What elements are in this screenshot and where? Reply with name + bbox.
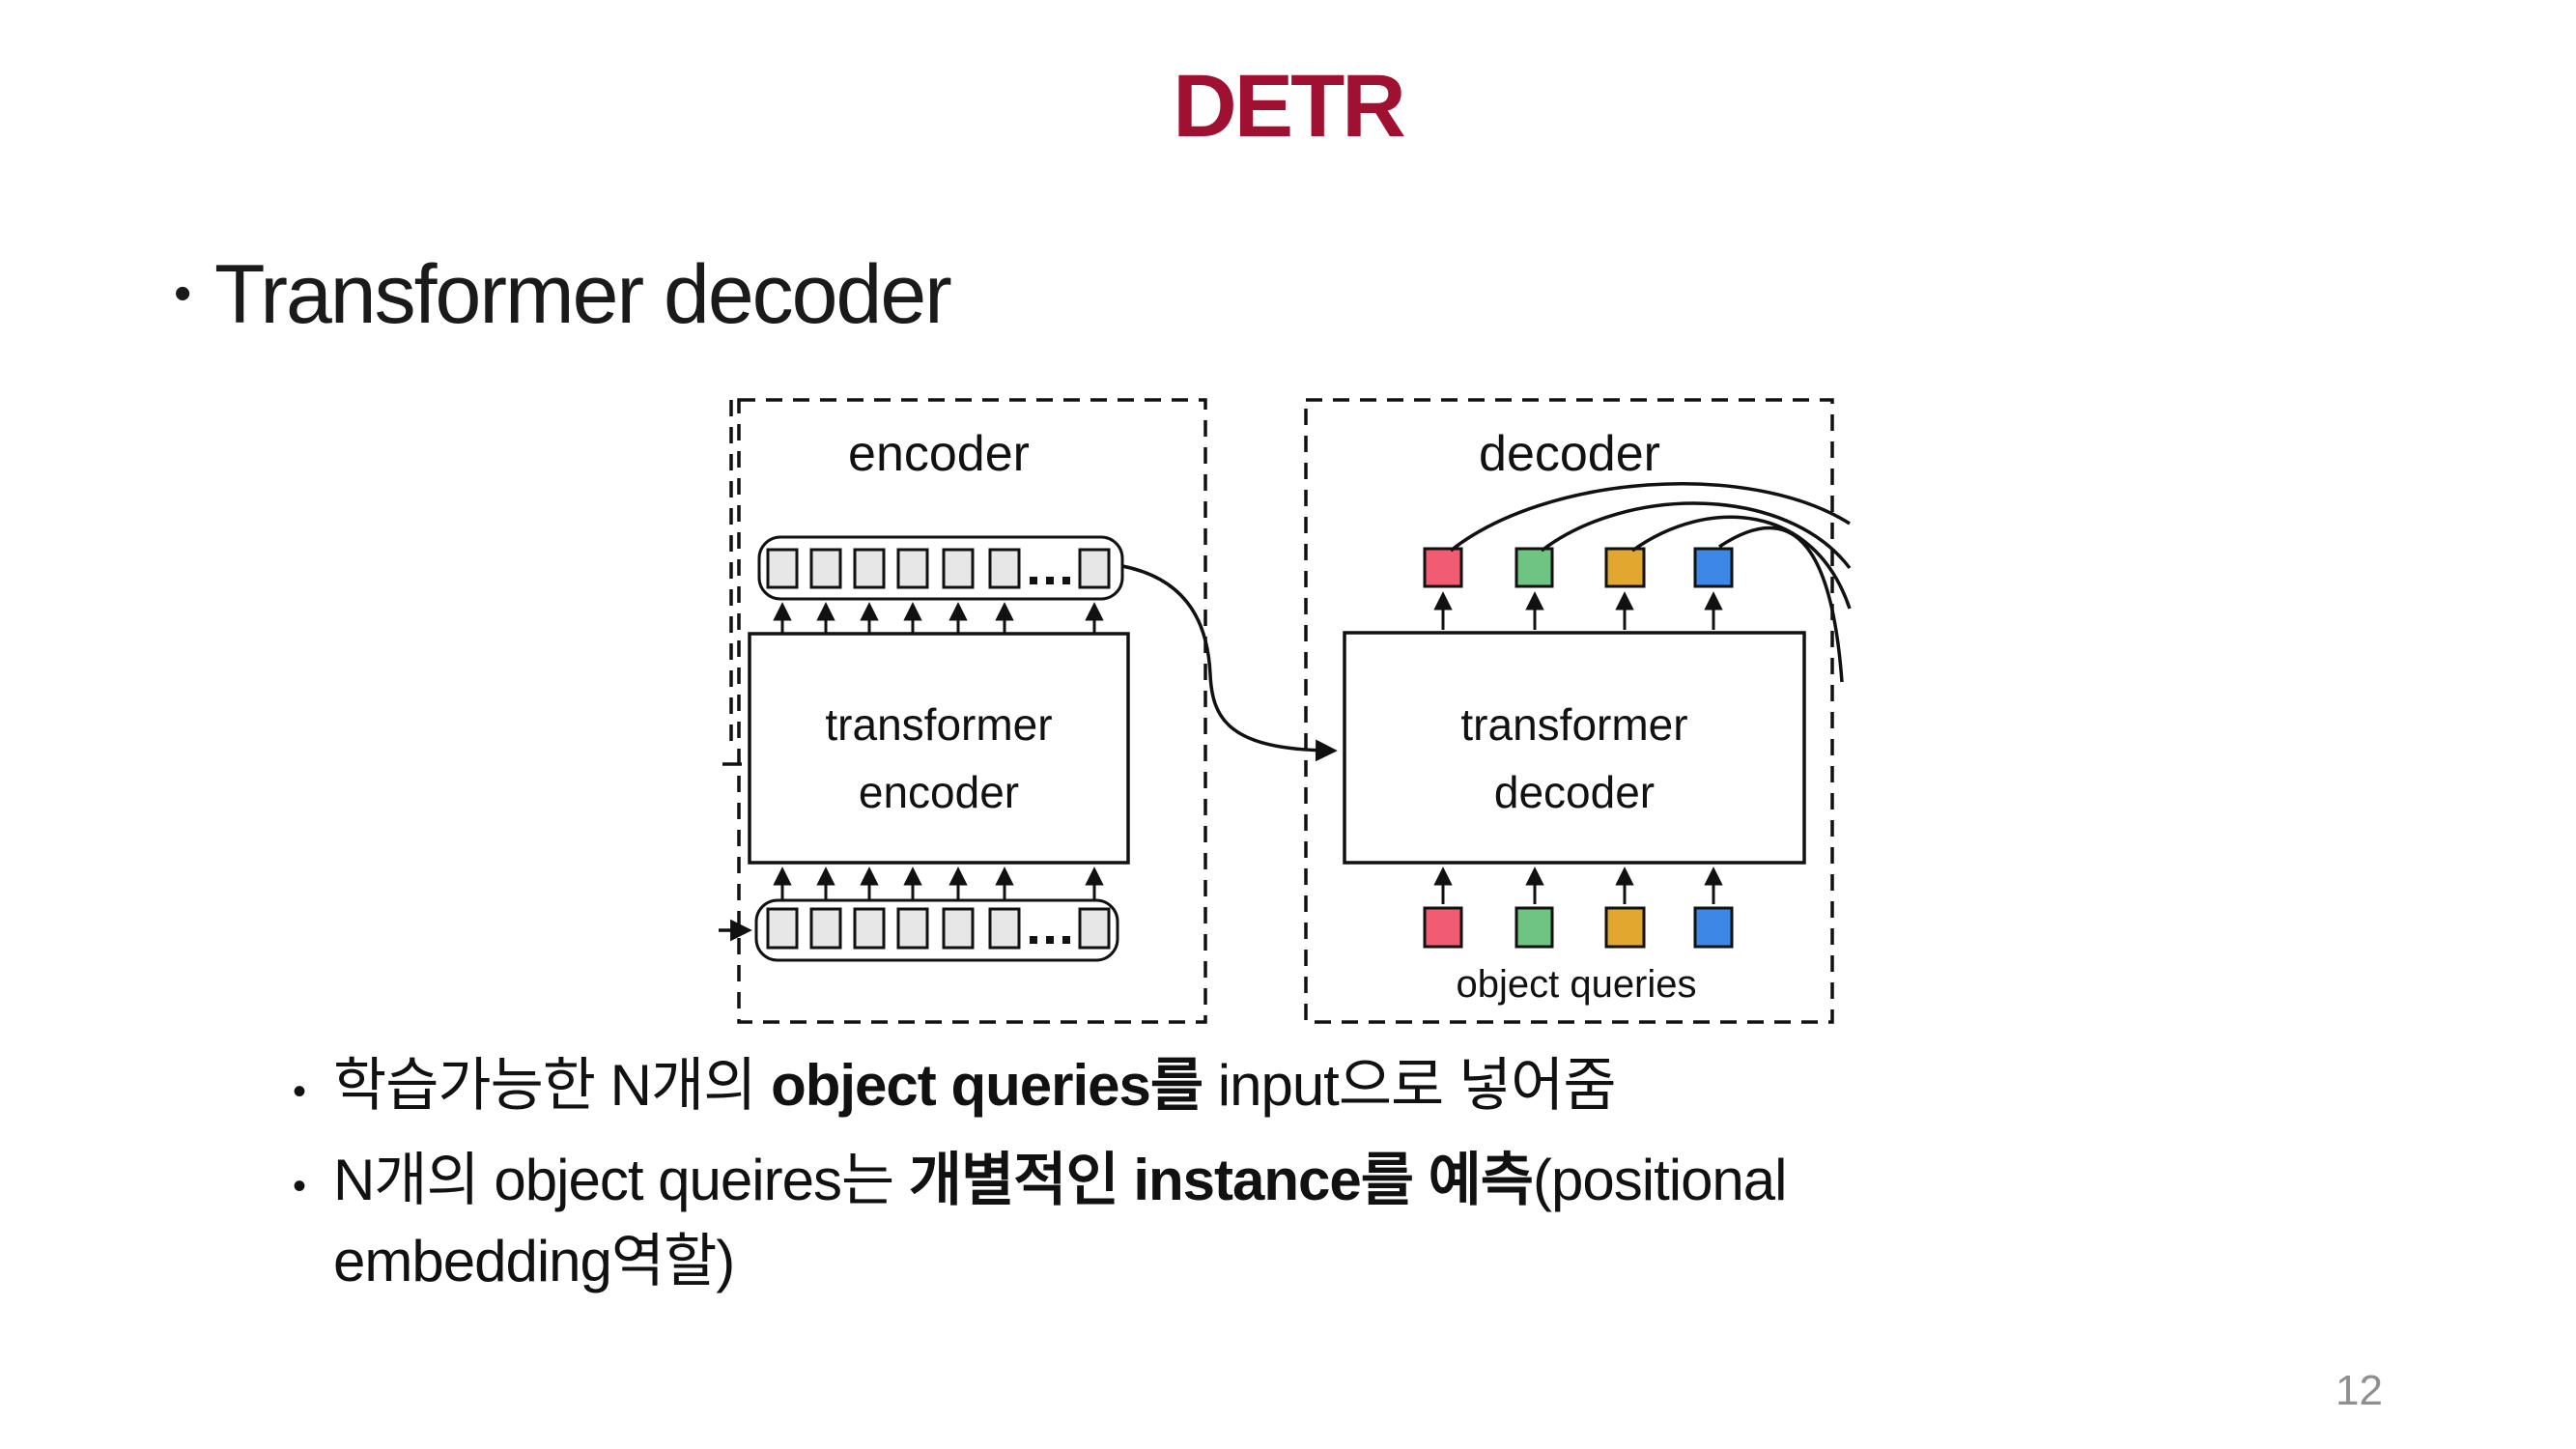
- prediction-square-green: [1514, 547, 1554, 588]
- transformer-encoder-box: [748, 632, 1130, 865]
- object-queries-label: object queries: [1456, 963, 1696, 1006]
- encoder-to-decoder-arrow: [1121, 564, 1338, 762]
- token-square: [809, 548, 842, 589]
- token-square: [766, 907, 799, 950]
- token-square: [809, 907, 842, 950]
- sub-bullet-1-pre: 학습가능한 N개의: [333, 1053, 772, 1118]
- sub-bullet-2: N개의 object queires는 개별적인 instance를 예측(po…: [333, 1140, 1788, 1302]
- prediction-square-pink: [1423, 547, 1463, 588]
- sub-bullet-2-line2: embedding역할): [333, 1229, 735, 1293]
- ellipsis-dot: [1030, 577, 1037, 584]
- detr-architecture-diagram: encoder decoder transformer encoder: [719, 398, 1852, 1024]
- decoder-label: decoder: [1479, 426, 1660, 482]
- ellipsis-dot: [1046, 577, 1054, 584]
- encoder-dashed-box: [737, 398, 1207, 1024]
- ellipsis-dot: [1046, 936, 1054, 944]
- prediction-curve-4: [1718, 526, 1844, 683]
- token-square: [853, 548, 886, 589]
- transformer-decoder-box: [1343, 631, 1806, 865]
- bullet-icon: •: [293, 1165, 307, 1208]
- token-square: [988, 907, 1021, 950]
- token-square: [896, 548, 929, 589]
- sub-bullet-1-bold: object queries를: [771, 1053, 1203, 1118]
- token-square: [988, 548, 1021, 589]
- token-square: [942, 907, 975, 950]
- ellipsis-dot: [1062, 936, 1070, 944]
- transformer-decoder-text-line2: decoder: [1494, 767, 1655, 817]
- encoder-label: encoder: [848, 426, 1030, 482]
- token-square: [1078, 548, 1111, 589]
- object-query-square-green: [1514, 906, 1554, 949]
- object-query-square-blue: [1693, 906, 1734, 949]
- ellipsis-dot: [1062, 577, 1070, 584]
- bullet-icon: •: [174, 266, 192, 322]
- prediction-square-gold: [1604, 547, 1646, 588]
- prediction-curve-3: [1630, 515, 1852, 610]
- main-bullet: Transformer decoder: [214, 248, 952, 341]
- page-number: 12: [2335, 1367, 2383, 1414]
- object-query-square-gold: [1604, 906, 1646, 949]
- transformer-decoder-text-line1: transformer: [1460, 699, 1687, 750]
- encoder-input-strip: [754, 898, 1119, 962]
- token-square: [853, 907, 886, 950]
- transformer-encoder-text-line2: encoder: [859, 767, 1019, 817]
- ellipsis-dot: [1030, 936, 1037, 944]
- prediction-curve-1: [1449, 482, 1851, 553]
- bullet-icon: •: [293, 1070, 307, 1113]
- page-title: DETR: [1173, 57, 1405, 156]
- token-square: [766, 548, 799, 589]
- sub-bullet-1-post: input으로 넣어줌: [1203, 1053, 1617, 1118]
- sub-bullet-2-pre: N개의 object queires는: [333, 1148, 909, 1212]
- prediction-square-blue: [1693, 547, 1734, 588]
- prediction-curve-2: [1540, 501, 1852, 570]
- sub-bullet-1: 학습가능한 N개의 object queries를 input으로 넣어줌: [333, 1045, 1617, 1126]
- sub-bullet-2-line1: N개의 object queires는 개별적인 instance를 예측(po…: [333, 1140, 1788, 1221]
- object-query-square-pink: [1423, 906, 1463, 949]
- decoder-dashed-box: [1304, 398, 1834, 1024]
- token-square: [942, 548, 975, 589]
- token-square: [1078, 907, 1111, 950]
- token-square: [896, 907, 929, 950]
- sub-bullet-2-post: (positional: [1533, 1148, 1787, 1212]
- sub-bullet-2-bold: 개별적인 instance를 예측: [908, 1148, 1534, 1212]
- transformer-encoder-text-line1: transformer: [825, 699, 1052, 750]
